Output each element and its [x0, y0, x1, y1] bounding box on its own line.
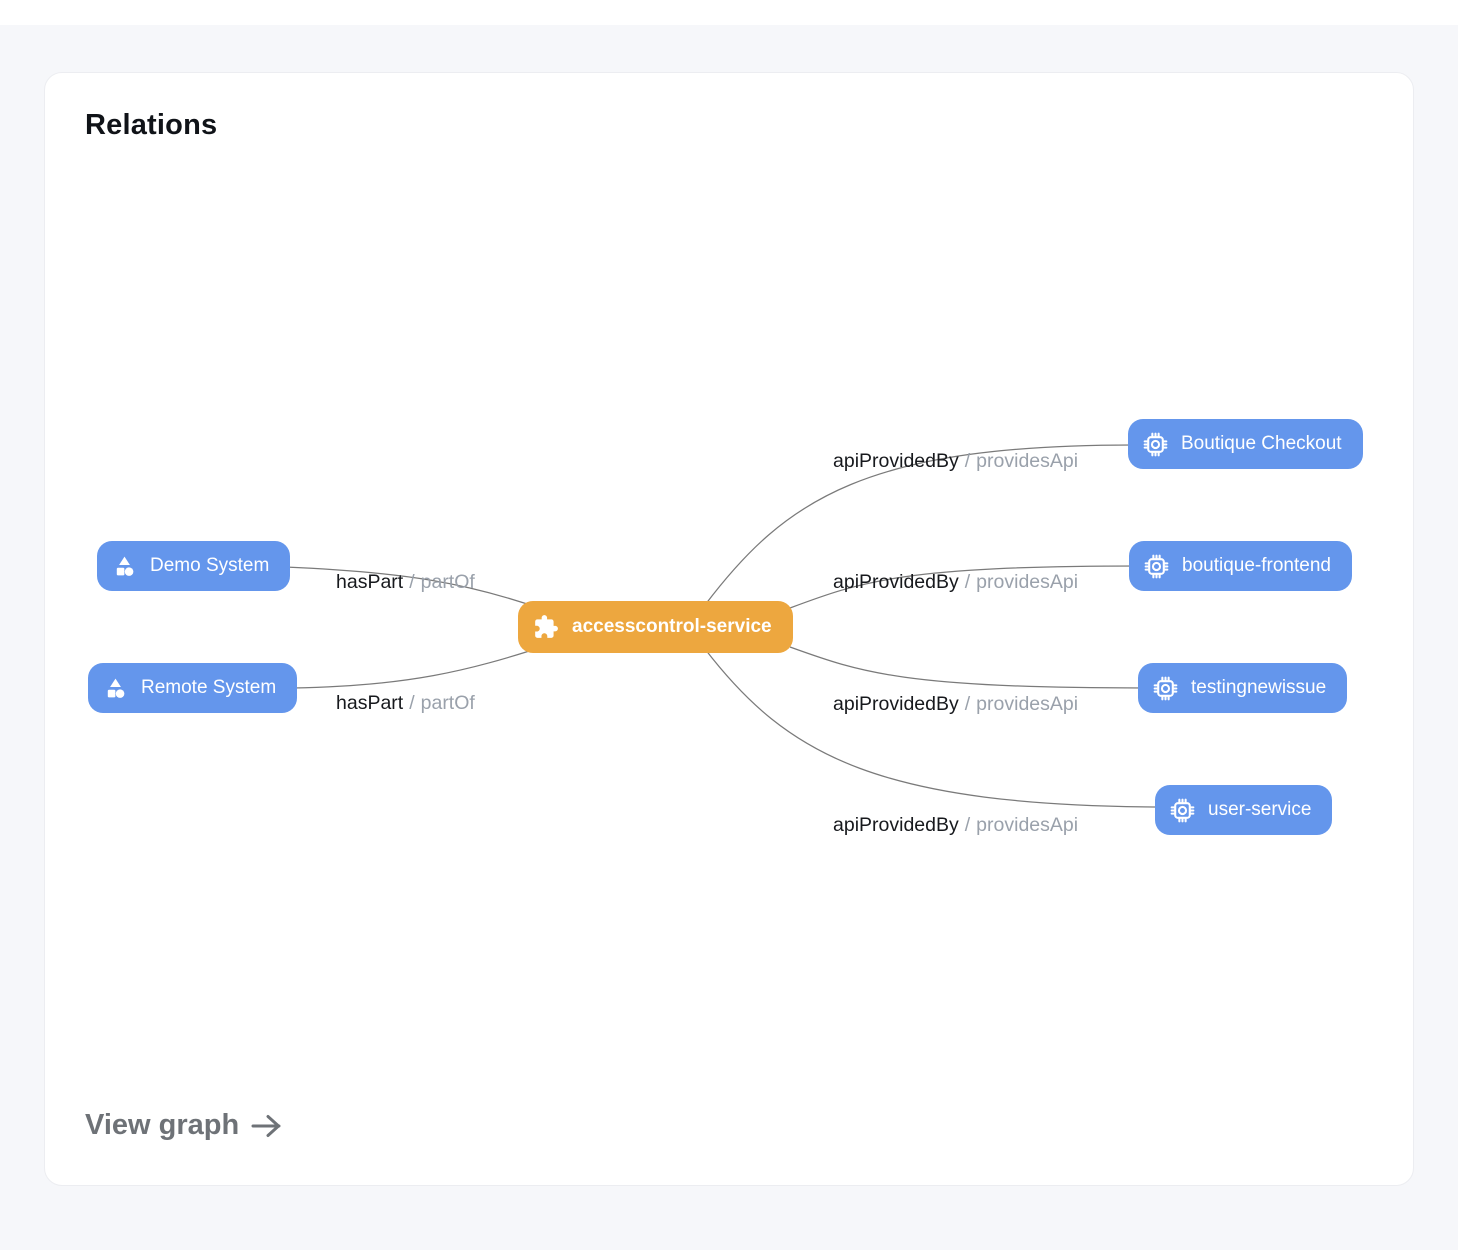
node-label: testingnewissue — [1191, 677, 1327, 698]
shapes-icon — [112, 554, 137, 579]
node-label: boutique-frontend — [1182, 555, 1331, 576]
node-testingnewissue[interactable]: testingnewissue — [1138, 663, 1348, 713]
node-label: user-service — [1208, 799, 1312, 820]
chip-icon — [1143, 432, 1168, 457]
node-demo-system[interactable]: Demo System — [97, 541, 291, 591]
node-label: Boutique Checkout — [1181, 433, 1342, 454]
edge-label-apiprovidedby-2: apiProvidedBy / providesApi — [833, 571, 1079, 593]
chip-icon — [1144, 554, 1169, 579]
node-user-service[interactable]: user-service — [1155, 785, 1333, 835]
arrow-right-icon — [251, 1113, 282, 1139]
edge-boutique-checkout — [704, 444, 1141, 606]
top-strip — [0, 0, 1458, 25]
node-accesscontrol-service[interactable]: accesscontrol-service — [518, 601, 793, 653]
edge-boutique-frontend — [789, 565, 1141, 609]
shapes-icon — [103, 676, 128, 701]
node-label: Demo System — [150, 555, 270, 576]
node-boutique-frontend[interactable]: boutique-frontend — [1129, 541, 1352, 591]
edge-testingnewissue — [789, 646, 1149, 689]
edge-user-service — [704, 648, 1166, 808]
view-graph-link[interactable]: View graph — [85, 1109, 282, 1142]
puzzle-icon — [533, 614, 559, 640]
edge-label-apiprovidedby-4: apiProvidedBy / providesApi — [833, 814, 1079, 836]
node-label: Remote System — [141, 677, 277, 698]
chip-icon — [1153, 676, 1178, 701]
edge-label-apiprovidedby-1: apiProvidedBy / providesApi — [833, 450, 1079, 472]
view-graph-label: View graph — [85, 1109, 240, 1141]
edge-demo-haspart — [284, 566, 546, 611]
node-label: accesscontrol-service — [572, 616, 772, 637]
node-remote-system[interactable]: Remote System — [88, 663, 298, 713]
edge-remote-haspart — [292, 645, 546, 689]
node-boutique-checkout[interactable]: Boutique Checkout — [1128, 419, 1363, 469]
page-title: Relations — [85, 109, 218, 141]
edge-label-haspart-demo: hasPart / partOf — [336, 571, 475, 593]
edge-label-haspart-remote: hasPart / partOf — [336, 692, 475, 714]
edge-label-apiprovidedby-3: apiProvidedBy / providesApi — [833, 693, 1079, 715]
chip-icon — [1170, 798, 1195, 823]
